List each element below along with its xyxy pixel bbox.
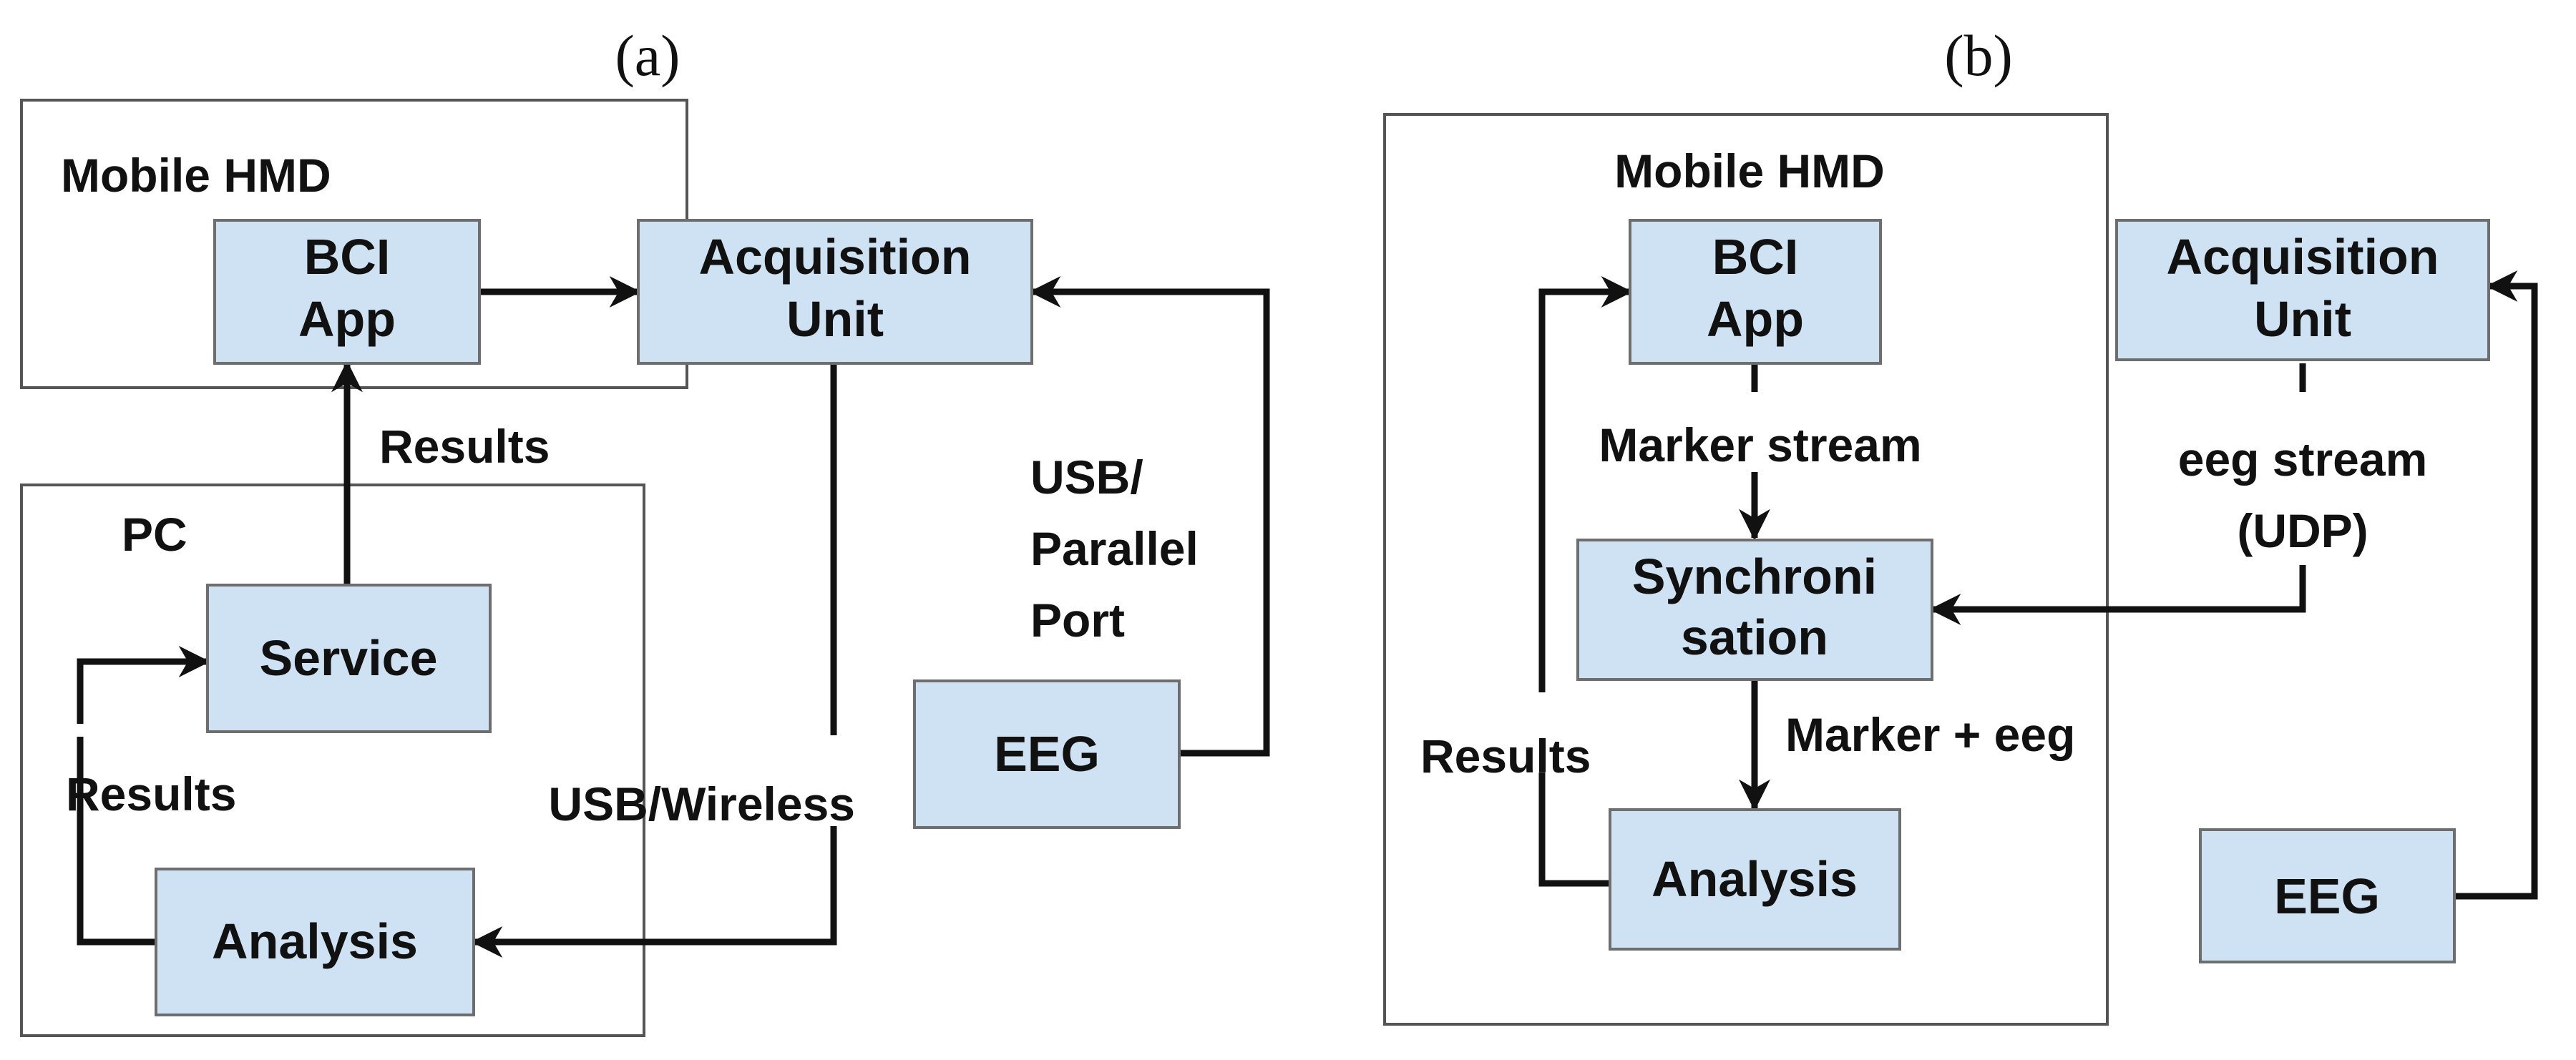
bci-app-label-b-line1: BCI xyxy=(1712,229,1799,285)
pc-label: PC xyxy=(122,508,187,561)
arrow-eeg-to-acquisition-b xyxy=(2454,270,2538,900)
analysis-label-a: Analysis xyxy=(212,913,418,969)
eeg-label-a: EEG xyxy=(994,726,1100,782)
results-label-b: Results xyxy=(1420,730,1591,782)
panel-b-label: (b) xyxy=(1944,23,2013,88)
acquisition-unit-box-b xyxy=(2115,219,2490,361)
bci-app-label-a-line2: App xyxy=(298,291,396,347)
arrow-eeg-stream-to-sync xyxy=(1929,565,2306,625)
bci-app-label-b-line2: App xyxy=(1707,291,1804,347)
synchronisation-label-line2: sation xyxy=(1681,609,1828,665)
bci-app-box-b xyxy=(1629,219,1882,365)
analysis-box-a xyxy=(155,868,475,1016)
arrow-acquisition-to-analysis xyxy=(471,826,837,958)
pc-frame xyxy=(20,484,645,1037)
usb-parallel-port-label-line1: USB/ xyxy=(1030,451,1143,504)
arrow-analysis-to-service xyxy=(77,646,210,724)
mobile-hmd-label-a: Mobile HMD xyxy=(61,149,331,202)
usb-wireless-label: USB/Wireless xyxy=(548,777,855,830)
eeg-box-a xyxy=(913,679,1181,829)
service-box xyxy=(206,584,492,733)
eeg-stream-label-line1: eeg stream xyxy=(2178,433,2428,486)
eeg-box-b xyxy=(2199,828,2456,963)
eeg-label-b: EEG xyxy=(2274,868,2380,924)
panel-a-label: (a) xyxy=(615,23,680,88)
usb-parallel-port-label-line2: Parallel xyxy=(1030,522,1199,575)
acquisition-unit-label-a-line1: Acquisition xyxy=(698,229,971,285)
arrow-eeg-to-acquisition xyxy=(1029,276,1270,757)
connectors-a xyxy=(77,276,1270,958)
acquisition-unit-box-a xyxy=(637,219,1033,365)
panel-b: (b) Mobile HMD BCI App Acquisition Unit … xyxy=(1383,23,2538,1026)
service-label: Service xyxy=(259,630,437,686)
synchronisation-label-line1: Synchroni xyxy=(1632,549,1877,604)
mobile-hmd-label-b: Mobile HMD xyxy=(1614,144,1885,197)
arrow-results-to-bci xyxy=(1538,276,1633,692)
synchronisation-box xyxy=(1576,539,1933,681)
analysis-box-b xyxy=(1609,808,1901,951)
mobile-hmd-frame-b xyxy=(1383,113,2109,1026)
usb-parallel-port-label-line3: Port xyxy=(1030,594,1125,647)
eeg-stream-label-line2: (UDP) xyxy=(2237,504,2368,557)
line-analysis-results-loop xyxy=(77,737,156,946)
acquisition-unit-label-a-line2: Unit xyxy=(786,291,884,347)
results-label-left-a: Results xyxy=(66,767,236,820)
bci-app-label-a-line1: BCI xyxy=(304,229,391,285)
panel-a: (a) Mobile HMD PC BCI App Acquisition Un… xyxy=(20,23,1270,1037)
connectors-b xyxy=(1538,270,2538,900)
marker-stream-label: Marker stream xyxy=(1599,418,1921,471)
results-label-top-a: Results xyxy=(379,420,550,473)
acquisition-unit-label-b-line1: Acquisition xyxy=(2166,229,2439,285)
marker-eeg-label: Marker + eeg xyxy=(1785,708,2075,761)
line-analysis-results-b xyxy=(1538,772,1610,887)
acquisition-unit-label-b-line2: Unit xyxy=(2254,291,2351,347)
bci-app-box-a xyxy=(213,219,481,365)
analysis-label-b: Analysis xyxy=(1652,851,1858,907)
